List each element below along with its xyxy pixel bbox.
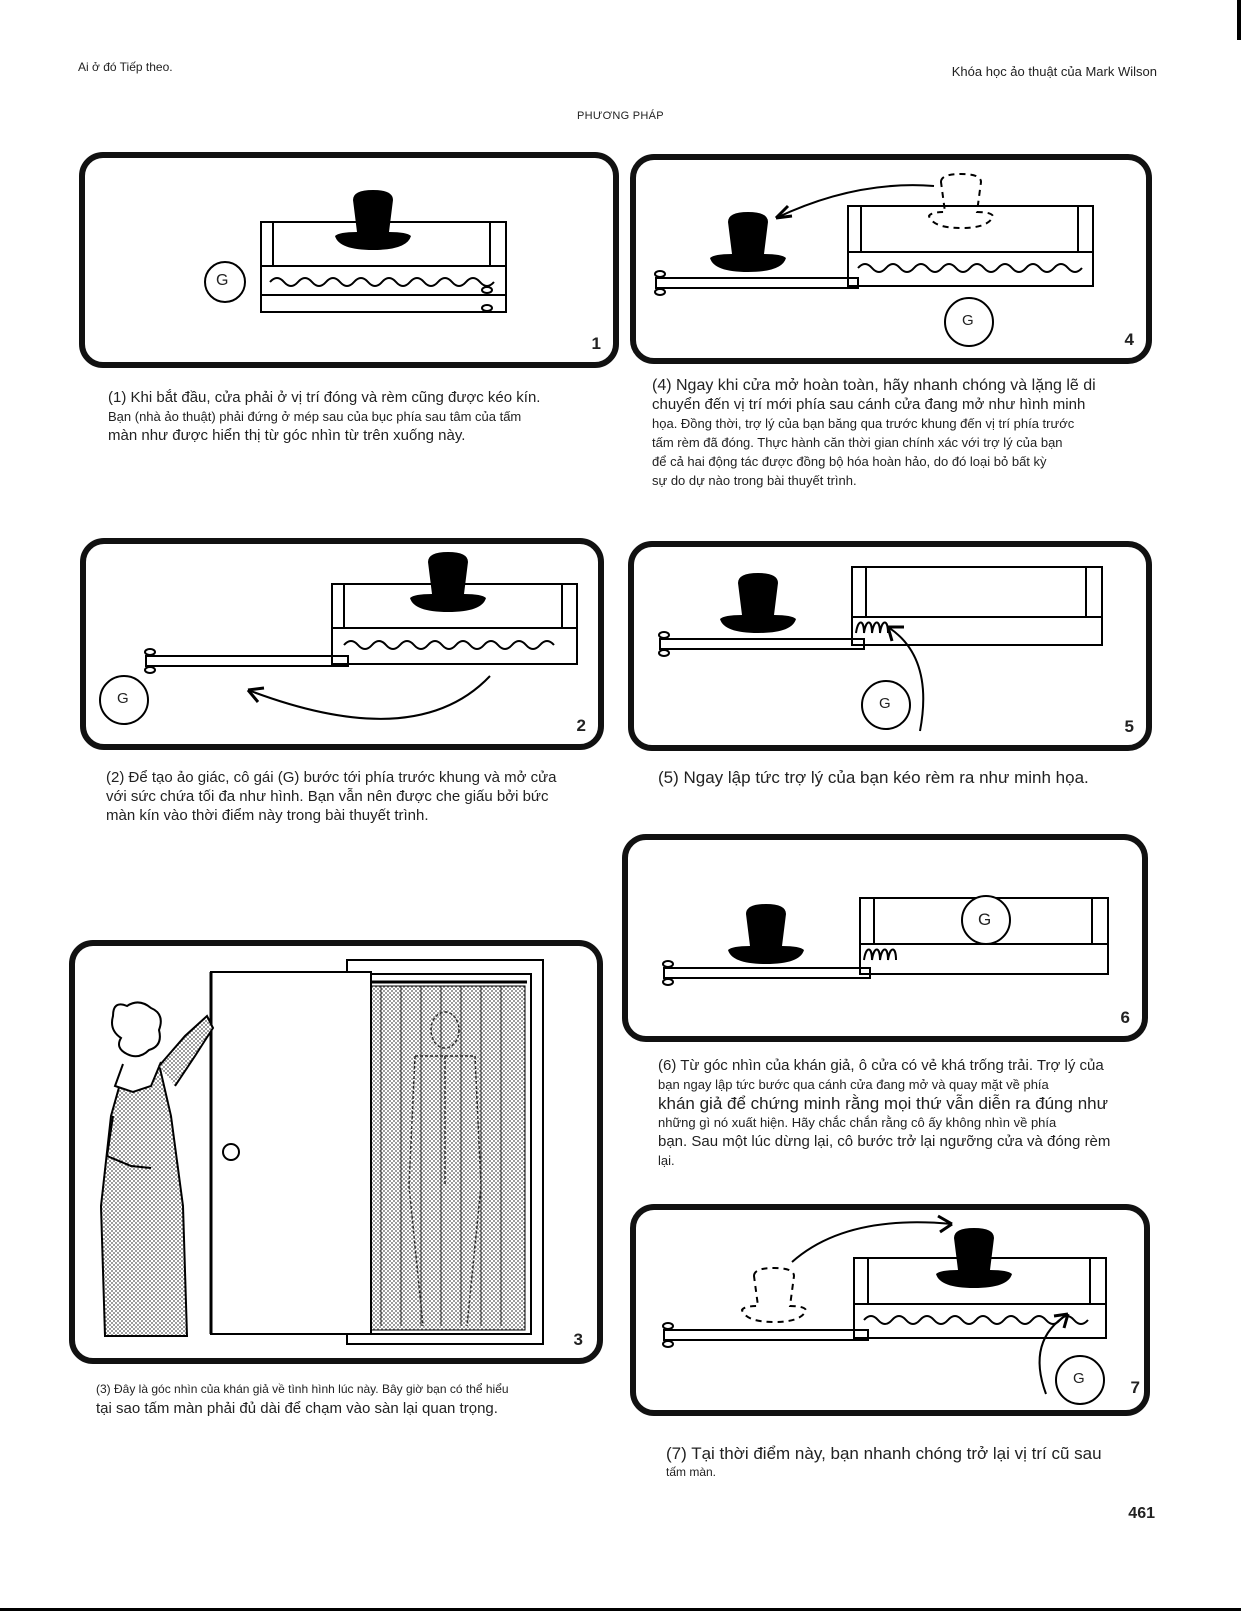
panel-number: 2 bbox=[576, 716, 586, 735]
running-header-right: Khóa học ảo thuật của Mark Wilson bbox=[951, 64, 1157, 79]
caption-6: (6) Từ góc nhìn của khán giả, ô cửa có v… bbox=[658, 1056, 1110, 1170]
scan-edge-bottom bbox=[0, 1608, 1241, 1611]
caption-line: (4) Ngay khi cửa mở hoàn toàn, hãy nhanh… bbox=[652, 377, 1096, 394]
girl-marker: G bbox=[879, 695, 891, 712]
girl-marker: G bbox=[1073, 1370, 1085, 1387]
caption-1: (1) Khi bắt đầu, cửa phải ở vị trí đóng … bbox=[108, 388, 540, 445]
caption-line: sự do dự nào trong bài thuyết trình. bbox=[652, 473, 857, 488]
girl-marker: G bbox=[117, 690, 129, 707]
caption-line: tại sao tấm màn phải đủ dài để chạm vào … bbox=[96, 1400, 498, 1417]
caption-line: (7) Tại thời điểm này, bạn nhanh chóng t… bbox=[666, 1444, 1102, 1463]
caption-line: bạn. Sau một lúc dừng lại, cô bước trở l… bbox=[658, 1133, 1111, 1150]
page-number: 461 bbox=[1128, 1505, 1155, 1522]
caption-line: với sức chứa tối đa như hình. Bạn vẫn nê… bbox=[106, 788, 549, 805]
panel-number: 7 bbox=[1130, 1378, 1140, 1397]
caption-3: (3) Đây là góc nhìn của khán giả về tình… bbox=[96, 1380, 509, 1418]
diagram-panel-3: 3 bbox=[69, 940, 603, 1364]
panel-6-illustration bbox=[662, 895, 1109, 986]
caption-4: (4) Ngay khi cửa mở hoàn toàn, hãy nhanh… bbox=[652, 376, 1096, 490]
caption-line: khán giả để chứng minh rằng mọi thứ vẫn … bbox=[658, 1094, 1108, 1113]
panel-number: 5 bbox=[1124, 717, 1134, 736]
diagram-panel-5: G 5 bbox=[628, 541, 1152, 751]
caption-5: (5) Ngay lập tức trợ lý của bạn kéo rèm … bbox=[658, 768, 1089, 787]
girl-marker: G bbox=[216, 272, 229, 289]
caption-line: những gì nó xuất hiện. Hãy chắc chắn rằn… bbox=[658, 1115, 1057, 1130]
diagram-panel-7: G 7 bbox=[630, 1204, 1150, 1416]
panel-number: 6 bbox=[1120, 1008, 1130, 1027]
caption-line: để cả hai động tác được đồng bộ hóa hoàn… bbox=[652, 454, 1047, 469]
caption-line: màn kín vào thời điểm này trong bài thuy… bbox=[106, 807, 429, 824]
caption-line: tấm rèm đã đóng. Thực hành căn thời gian… bbox=[652, 435, 1063, 450]
caption-line: tấm màn. bbox=[666, 1465, 717, 1479]
girl-marker: G bbox=[978, 910, 992, 929]
caption-line: chuyển đến vị trí mới phía sau cánh cửa … bbox=[652, 396, 1086, 413]
panel-5-illustration bbox=[658, 566, 1103, 732]
panel-1-illustration bbox=[204, 190, 507, 313]
caption-line: màn như được hiển thị từ góc nhìn từ trê… bbox=[108, 427, 466, 444]
caption-line: họa. Đồng thời, trợ lý của bạn băng qua … bbox=[652, 416, 1075, 431]
caption-2: (2) Để tạo ảo giác, cô gái (G) bước tới … bbox=[106, 768, 556, 825]
caption-line: (2) Để tạo ảo giác, cô gái (G) bước tới … bbox=[106, 769, 557, 786]
panel-number: 4 bbox=[1124, 330, 1134, 349]
panel-3-illustration bbox=[99, 959, 544, 1345]
diagram-panel-2: G 2 bbox=[80, 538, 604, 750]
panel-2-illustration bbox=[99, 552, 578, 725]
caption-line: (6) Từ góc nhìn của khán giả, ô cửa có v… bbox=[658, 1057, 1104, 1074]
caption-line: (3) Đây là góc nhìn của khán giả về tình… bbox=[96, 1382, 509, 1396]
caption-line: (1) Khi bắt đầu, cửa phải ở vị trí đóng … bbox=[108, 389, 541, 406]
panel-number: 1 bbox=[591, 334, 601, 353]
diagram-panel-4: G 4 bbox=[630, 154, 1152, 364]
scan-edge-right bbox=[1237, 0, 1241, 40]
caption-line: Bạn (nhà ảo thuật) phải đứng ở mép sau c… bbox=[108, 409, 522, 424]
panel-4-illustration bbox=[654, 172, 1094, 347]
caption-line: (5) Ngay lập tức trợ lý của bạn kéo rèm … bbox=[658, 768, 1089, 787]
panel-number: 3 bbox=[573, 1330, 583, 1349]
caption-7: (7) Tại thời điểm này, bạn nhanh chóng t… bbox=[666, 1444, 1102, 1482]
running-header-left: Ai ở đó Tiếp theo. bbox=[78, 60, 173, 74]
diagram-panel-6: G 6 bbox=[622, 834, 1148, 1042]
panel-7-illustration bbox=[662, 1214, 1107, 1405]
caption-line: bạn ngay lập tức bước qua cánh cửa đang … bbox=[658, 1077, 1049, 1092]
caption-line: lại. bbox=[658, 1153, 675, 1168]
diagram-panel-1: G 1 bbox=[79, 152, 619, 368]
section-title: PHƯƠNG PHÁP bbox=[577, 110, 664, 122]
girl-marker: G bbox=[962, 312, 974, 329]
